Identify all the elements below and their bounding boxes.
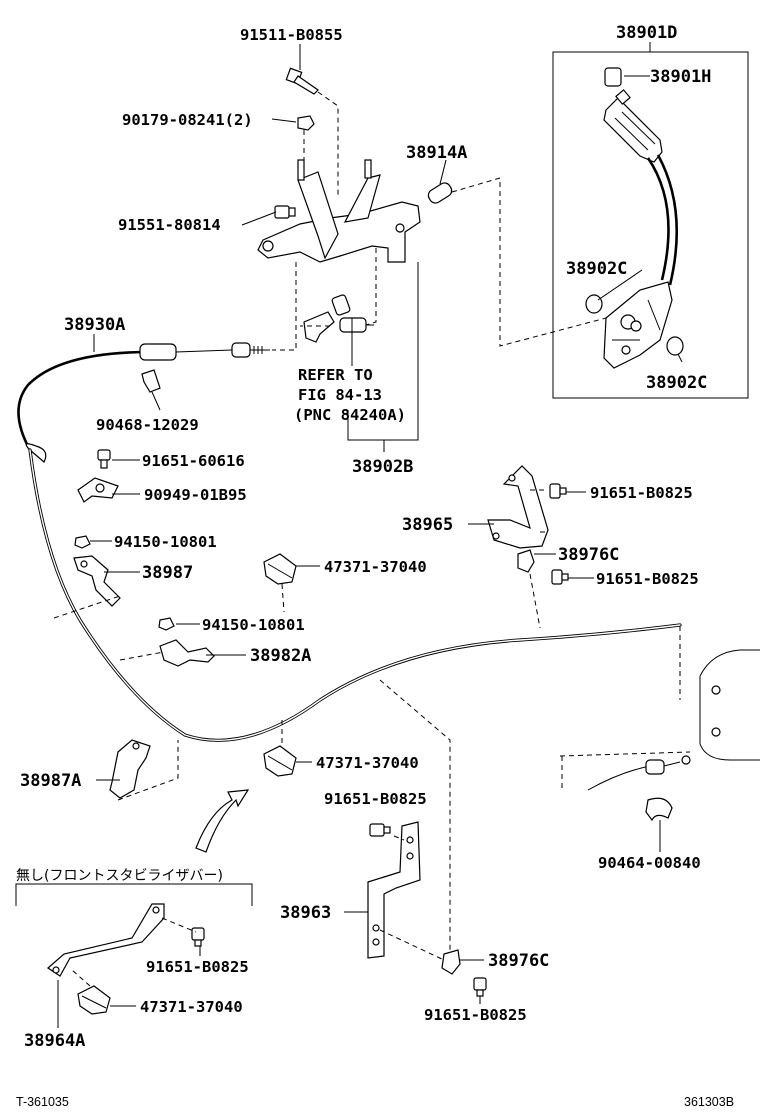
label-38982A: 38982A [250,646,311,666]
label-38987A: 38987A [20,771,81,791]
label-47371-37040-b: 47371-37040 [316,754,419,772]
bolt-91511-B0855 [285,67,319,95]
label-38976C-a: 38976C [558,545,619,565]
label-38976C-b: 38976C [488,951,549,971]
nut-90179-08241 [297,115,315,131]
label-91651-B0825-d: 91651-B0825 [424,1006,527,1024]
label-38902B: 38902B [352,457,413,477]
refer-line-2: FIG 84-13 [298,386,382,404]
leader-lines [57,44,683,1028]
label-91651-60616: 91651-60616 [142,452,245,470]
label-47371-37040-c: 47371-37040 [140,998,243,1016]
label-91511-B0855: 91511-B0855 [240,26,343,44]
label-47371-37040-a: 47371-37040 [324,558,427,576]
label-91651-B0825-e: 91651-B0825 [146,958,249,976]
clip-90468-12029 [141,369,161,393]
bolt-91651-60616 [97,449,111,469]
part-labels: 91511-B0855 90179-08241(2) 38914A 91551-… [16,23,734,1109]
footer-left-code: T-361035 [16,1095,69,1109]
dashed-reference-lines [53,91,691,987]
label-38901D: 38901D [616,23,677,43]
label-91651-B0825-c: 91651-B0825 [324,790,427,808]
nut-94150-10801-b [158,617,175,631]
curved-arrow-icon [195,789,250,853]
bracket-38987A [109,739,151,799]
note-without-front-stabilizer: 無し(フロントスタビライザバー) [16,868,223,884]
footer-right-code: 361303B [684,1095,734,1109]
label-90179-08241: 90179-08241(2) [122,111,253,129]
clip-38976C-a [517,549,535,573]
rear-cable [28,448,682,742]
grommet-47371-37040-a [263,553,297,585]
label-38902C-top: 38902C [566,259,627,279]
label-91651-B0825-b: 91651-B0825 [596,570,699,588]
clip-38976C-b [441,949,461,975]
label-90949-01B95: 90949-01B95 [144,486,247,504]
bracket-38963 [367,821,421,959]
refer-line-1: REFER TO [298,366,373,384]
bracket-38982A [159,639,215,667]
label-38930A: 38930A [64,315,125,335]
parking-brake-lever [585,67,684,369]
label-90468-12029: 90468-12029 [96,416,199,434]
label-90464-00840: 90464-00840 [598,854,701,872]
label-38963: 38963 [280,903,331,923]
bolt-91651-B0825-c [369,823,391,837]
label-94150-10801-a: 94150-10801 [114,533,217,551]
label-91551-80814: 91551-80814 [118,216,221,234]
nut-94150-10801-a [74,535,91,549]
bolt-91651-B0825-a [549,483,567,499]
label-38964A: 38964A [24,1031,85,1051]
note-bracket-line [15,883,253,906]
label-94150-10801-b: 94150-10801 [202,616,305,634]
clip-90464-00840 [645,797,673,822]
lever-assembly-frame [552,42,749,399]
bolt-91651-B0825-b [551,569,569,585]
bolt-91651-B0825-e [191,927,205,947]
bolt-91651-B0825-d [473,977,487,997]
cable-equalizer [303,294,374,343]
label-38902C-bottom: 38902C [646,373,707,393]
lever-mount-bracket [257,159,453,263]
bolt-91551-80814 [274,205,296,219]
bracket-38987 [73,555,121,607]
refer-line-3: (PNC 84240A) [294,406,406,424]
rear-axle-outline [587,649,760,791]
grommet-47371-37040-b [263,745,297,777]
label-38987: 38987 [142,563,193,583]
label-38901H: 38901H [650,67,711,87]
bracket-38964A [47,903,165,977]
label-38965: 38965 [402,515,453,535]
label-91651-B0825-a: 91651-B0825 [590,484,693,502]
front-cable-38930A [17,342,270,463]
grommet-47371-37040-c [77,985,111,1015]
clamp-90949-01B95 [77,477,119,503]
label-38914A: 38914A [406,143,467,163]
bracket-38965 [487,465,549,549]
